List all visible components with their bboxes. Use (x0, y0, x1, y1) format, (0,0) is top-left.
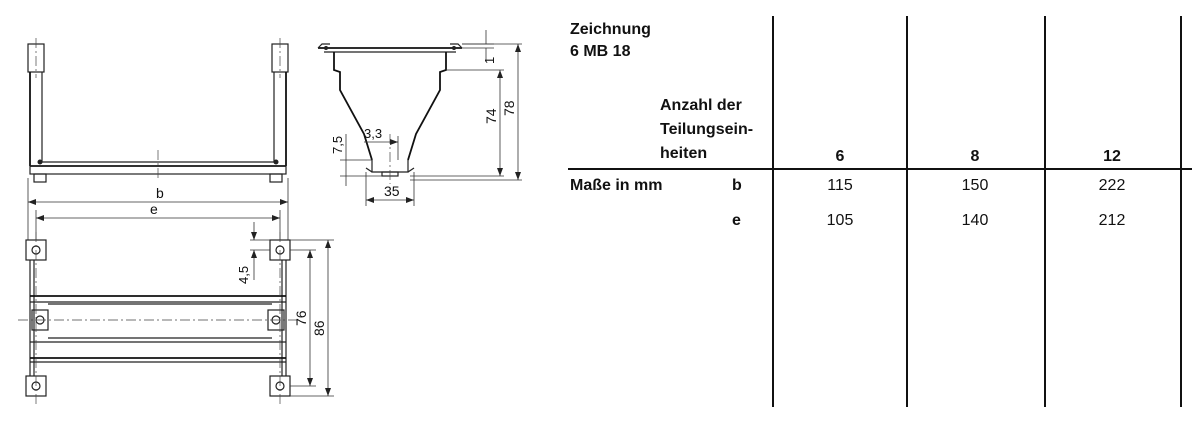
dimension-table: Zeichnung 6 MB 18 Anzahl der Teilungsein… (560, 0, 1200, 427)
dim-label-b: b (156, 185, 164, 201)
header-label: Anzahl der (660, 97, 742, 114)
row-label-e: e (732, 212, 741, 229)
header-rule (568, 168, 1192, 170)
table-cell: 212 (1098, 212, 1126, 229)
dim-label-35: 35 (384, 183, 400, 199)
side-view: 1 74 78 7,5 3,3 35 (317, 30, 522, 206)
header-label: heiten (660, 145, 708, 162)
table-divider (1180, 16, 1182, 407)
table-cell: 150 (961, 177, 989, 194)
column-header-6: 6 (835, 148, 845, 165)
row-label-b: b (732, 177, 742, 194)
dim-label-86: 86 (311, 320, 327, 336)
top-view: 4,5 76 86 (18, 222, 334, 404)
table-divider (1044, 16, 1046, 407)
row-group-label: Maße in mm (570, 177, 663, 194)
front-view (27, 38, 289, 183)
dim-label-7-5: 7,5 (330, 136, 345, 154)
header-label: Teilungsein- (660, 121, 754, 138)
drawing-number: 6 MB 18 (570, 43, 631, 60)
column-header-12: 12 (1103, 148, 1121, 165)
dim-label-78: 78 (501, 100, 517, 116)
dim-label-4-5: 4,5 (236, 266, 251, 284)
width-dimensions: b e (27, 178, 289, 240)
column-header-8: 8 (970, 148, 980, 165)
table-divider (906, 16, 908, 407)
dim-label-74: 74 (483, 108, 499, 124)
dim-label-1: 1 (482, 57, 497, 64)
table-cell: 140 (961, 212, 989, 229)
dim-label-e: e (150, 201, 158, 217)
technical-drawing: 1 74 78 7,5 3,3 35 (18, 30, 522, 404)
drawing-title: Zeichnung (570, 21, 651, 38)
dim-label-76: 76 (293, 310, 309, 326)
table-cell: 115 (827, 177, 853, 194)
table-cell: 105 (826, 212, 854, 229)
dim-label-3-3: 3,3 (364, 126, 382, 141)
table-cell: 222 (1098, 177, 1126, 194)
table-divider (772, 16, 774, 407)
